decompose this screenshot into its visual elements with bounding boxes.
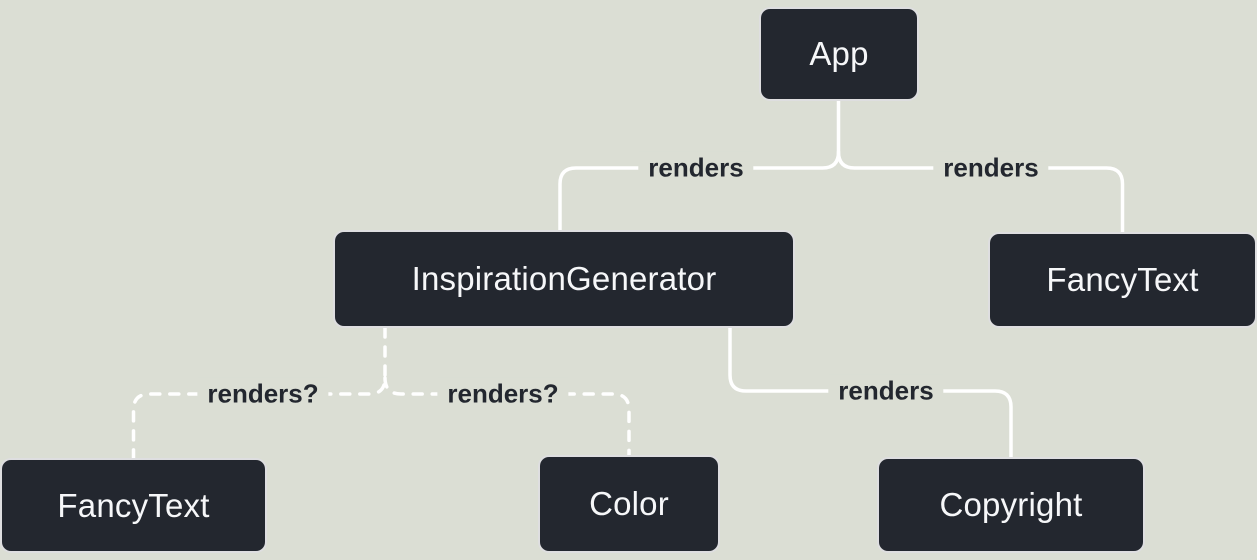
edge-label-renders-app-fancytext: renders	[933, 151, 1049, 185]
node-fancytext-bottom: FancyText	[0, 458, 267, 553]
node-fancytext-top: FancyText	[988, 232, 1257, 328]
node-inspiration-generator: InspirationGenerator	[333, 230, 795, 328]
edge-label-renders-app-inspiration: renders	[638, 151, 754, 185]
edge-label-renders-question-inspiration-fancytext: renders?	[197, 377, 329, 411]
edge-inspirationgenerator-to-color	[383, 376, 631, 457]
edge-app-to-fancytext	[836, 150, 1125, 234]
node-app: App	[759, 7, 919, 101]
node-color: Color	[538, 455, 720, 553]
edge-label-renders-inspiration-copyright: renders	[828, 374, 944, 408]
edge-label-renders-question-inspiration-color: renders?	[437, 377, 569, 411]
node-copyright: Copyright	[877, 457, 1145, 553]
